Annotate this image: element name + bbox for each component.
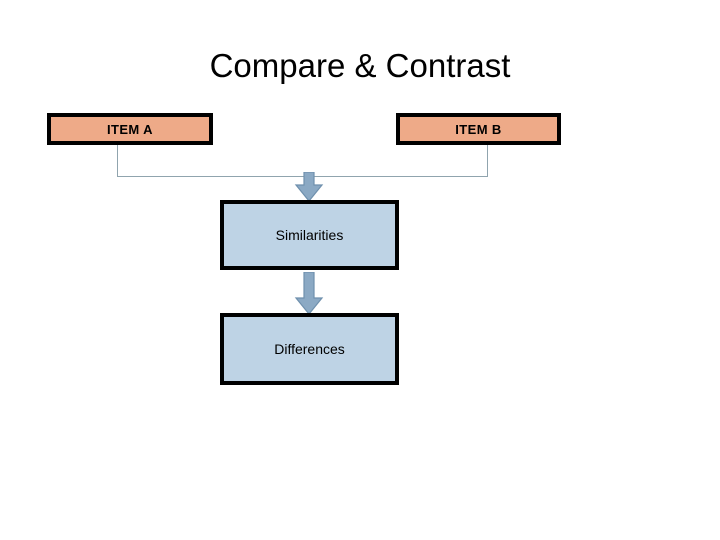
connector-item-a-vertical	[117, 145, 118, 177]
connector-item-b-vertical	[487, 145, 488, 177]
arrow-down-icon-to-similarities	[294, 172, 324, 202]
differences-box[interactable]: Differences	[220, 313, 399, 385]
item-a-label: ITEM A	[107, 121, 153, 137]
item-b-box[interactable]: ITEM B	[396, 113, 561, 145]
item-a-box[interactable]: ITEM A	[47, 113, 213, 145]
similarities-label: Similarities	[275, 227, 344, 243]
differences-label: Differences	[274, 341, 345, 357]
page-title: Compare & Contrast	[209, 47, 511, 84]
arrow-down-icon-to-differences	[294, 272, 324, 315]
item-b-label: ITEM B	[455, 121, 502, 137]
similarities-box[interactable]: Similarities	[220, 200, 399, 270]
connector-bracket-horizontal	[117, 176, 488, 177]
